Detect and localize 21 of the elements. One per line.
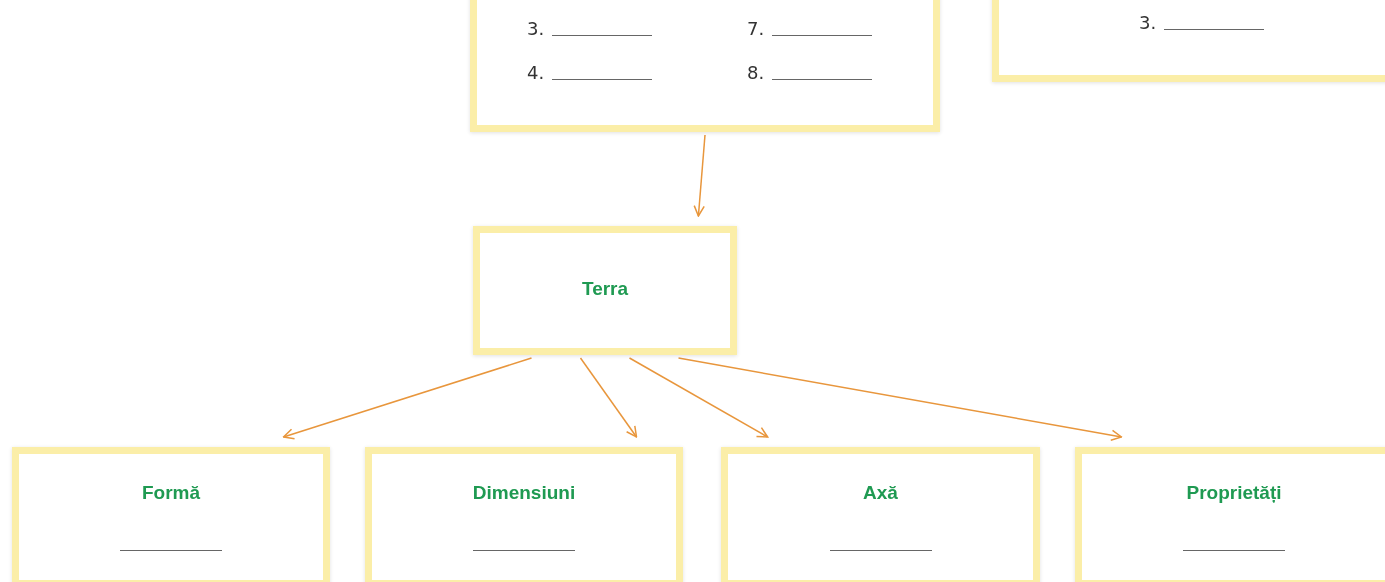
arrow	[677, 357, 1123, 441]
node-title: Terra	[580, 277, 630, 300]
item-number: 3.	[1139, 12, 1157, 33]
arrow	[628, 357, 769, 438]
concept-box	[470, 0, 940, 132]
arrow	[579, 357, 638, 438]
item-number: 7.	[747, 18, 765, 39]
concept-box	[473, 226, 737, 355]
item-number: 4.	[527, 62, 545, 83]
node-title: Axă	[862, 482, 899, 504]
concept-box	[1075, 447, 1385, 582]
item-number: 8.	[747, 62, 765, 83]
concept-box	[12, 447, 330, 582]
concept-box	[365, 447, 683, 582]
arrow	[693, 134, 706, 217]
node-title: Formă	[140, 482, 202, 504]
concept-box	[721, 447, 1040, 582]
node-title: Dimensiuni	[471, 482, 577, 504]
node-title: Proprietăți	[1185, 482, 1283, 504]
arrow	[282, 357, 533, 440]
item-number: 3.	[527, 18, 545, 39]
